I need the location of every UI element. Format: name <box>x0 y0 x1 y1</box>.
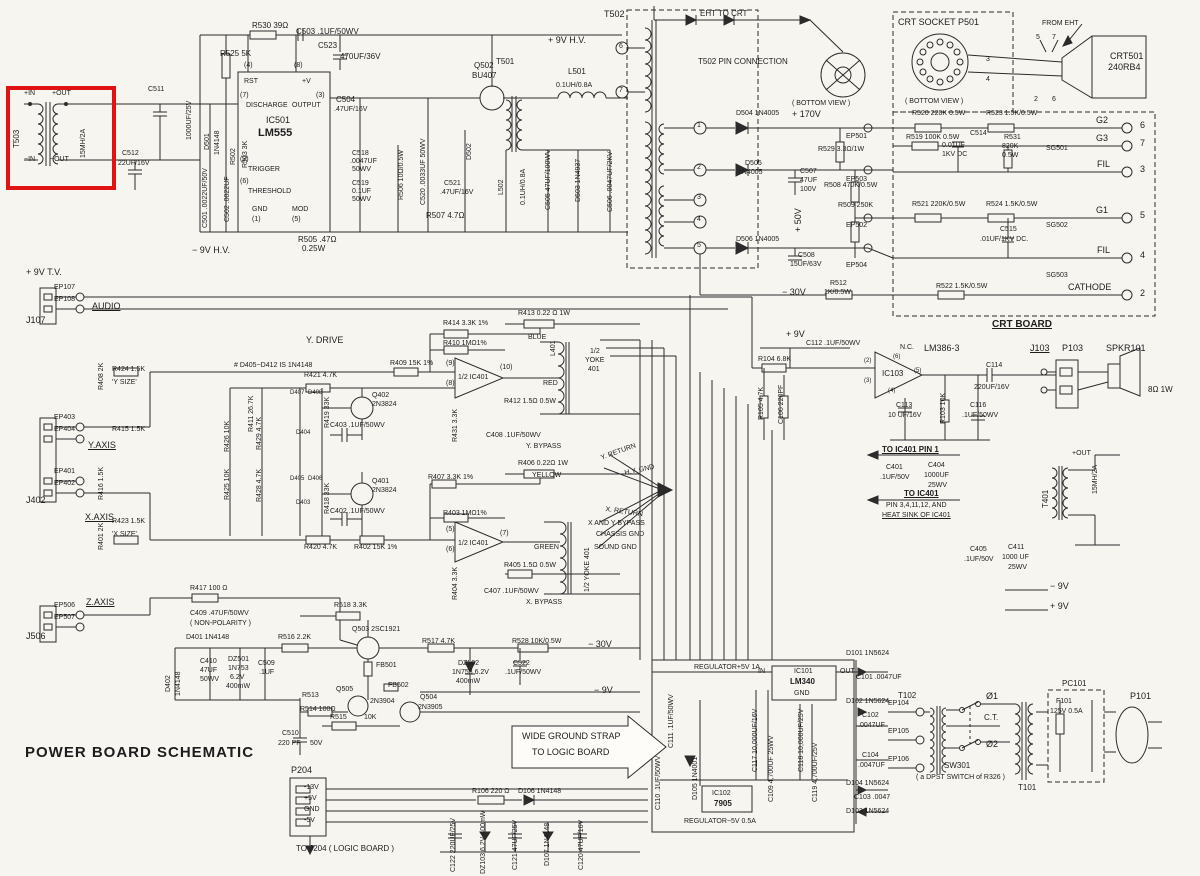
schematic-title: POWER BOARD SCHEMATIC <box>25 744 255 761</box>
annotation-highlight-box <box>6 86 116 190</box>
